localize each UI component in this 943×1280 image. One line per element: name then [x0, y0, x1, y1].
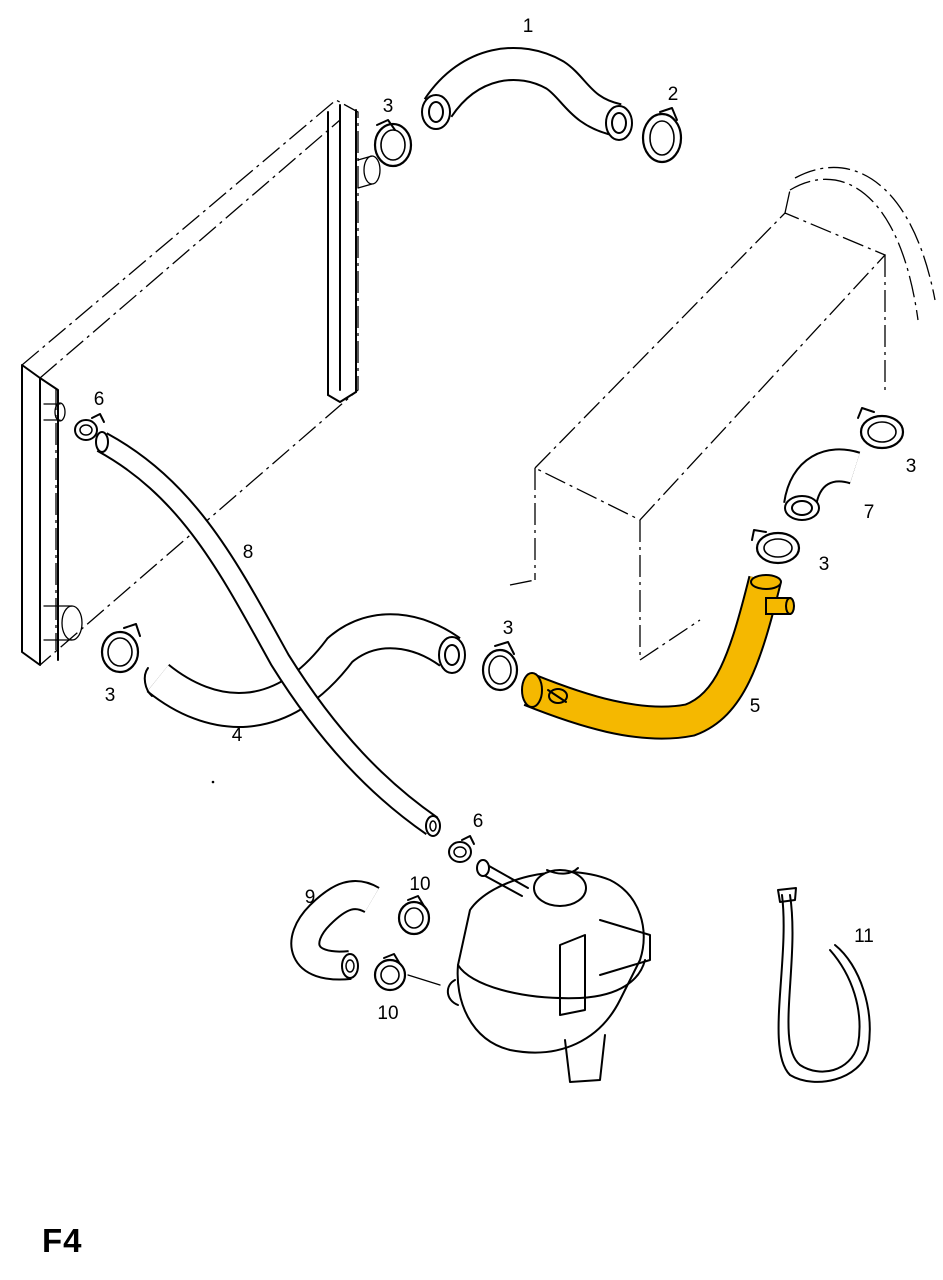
- coolant-pipe-highlighted: [521, 574, 795, 740]
- callout-1: 1: [523, 16, 534, 37]
- callout-3-hose-right: 3: [503, 618, 514, 639]
- clamp-hose-4-right: [481, 641, 519, 692]
- callout-6-top: 6: [94, 389, 105, 410]
- clamp-elbow-bottom: [751, 529, 801, 565]
- lower-hose: [143, 613, 466, 728]
- expansion-tank: [446, 859, 651, 1083]
- hose-elbow: [783, 448, 861, 521]
- clamp-hose-4-left: [100, 623, 141, 674]
- clamp-elbow-top: [857, 407, 905, 450]
- small-clamp-bottom: [448, 835, 475, 863]
- bypass-hose: [95, 431, 441, 837]
- callout-10-lower: 10: [377, 1003, 398, 1024]
- callout-labels: 1 2 3 3 3 3 3 4 5 6 6 7 8 9 10 10 11: [94, 16, 917, 1024]
- figure-code: F4: [42, 1222, 83, 1259]
- callout-11: 11: [854, 926, 874, 947]
- upper-hose: [421, 47, 633, 141]
- engine-block: [509, 166, 936, 661]
- callout-6-bottom: 6: [473, 811, 484, 832]
- callout-3-hose-left: 3: [105, 685, 116, 706]
- callout-5: 5: [750, 696, 761, 717]
- callout-3-top: 3: [383, 96, 394, 117]
- callout-9: 9: [305, 887, 316, 908]
- clamp-hose-1-left: [373, 119, 413, 168]
- clamp-tank-upper: [397, 895, 431, 936]
- callout-4: 4: [232, 725, 243, 746]
- callout-7: 7: [864, 502, 875, 523]
- cable-tie: [777, 887, 871, 1083]
- small-clamp-top: [74, 413, 105, 441]
- expansion-hose: [290, 880, 380, 981]
- radiator: [21, 99, 381, 666]
- callout-8: 8: [243, 542, 254, 563]
- callout-10-upper: 10: [409, 874, 430, 895]
- callout-2: 2: [668, 84, 679, 105]
- callout-3-elbow-top: 3: [906, 456, 917, 477]
- stray-dot: [211, 780, 215, 784]
- callout-3-elbow-bottom: 3: [819, 554, 830, 575]
- clamp-hose-1-right: [641, 107, 683, 164]
- clamp-tank-lower: [373, 953, 407, 992]
